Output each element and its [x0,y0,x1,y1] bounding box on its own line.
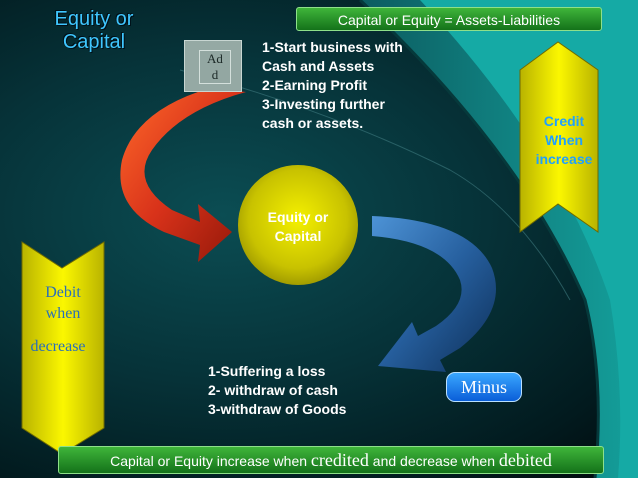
equity-capital-label-line: Capital [274,228,322,244]
slide-title-line: Equity or [54,8,134,30]
slide-title-line: Capital [62,31,126,53]
increase-step: 3-Investing further [262,96,385,112]
add-button-label: d [211,67,219,82]
rule-text: and decrease when [368,453,499,469]
rule-keyword-debited: debited [498,450,552,470]
slide-title: Equity or Capital [44,8,144,54]
increase-step: 2-Earning Profit [262,77,368,93]
minus-button[interactable]: Minus [446,372,522,402]
add-button-label: Ad [207,51,223,66]
credit-label-line: When [544,132,584,148]
debit-arrow-label: Debit when decrease [30,282,96,357]
credit-label-line: increase [535,151,593,167]
decrease-step: 2- withdraw of cash [208,382,338,398]
debit-arrow-shape [21,241,105,455]
debit-label-line: Debit [45,284,81,301]
equation-banner: Capital or Equity = Assets-Liabilities [296,7,602,31]
blue-curved-arrow [372,216,496,372]
increase-steps-list: 1-Start business with Cash and Assets 2-… [262,38,462,133]
rule-text: Capital or Equity increase when [110,453,311,469]
debit-label-line: when [45,305,81,322]
equity-capital-label-line: Equity or [267,209,329,225]
debit-label-line: decrease [30,338,86,355]
rule-banner: Capital or Equity increase when credited… [58,446,604,474]
credit-arrow-label: Credit When increase [530,112,598,169]
increase-step: Cash and Assets [262,58,375,74]
decrease-step: 1-Suffering a loss [208,363,326,379]
equity-capital-label: Equity or Capital [238,208,358,246]
credit-arrow-shape [519,41,599,233]
credit-label-line: Credit [543,113,585,129]
add-button[interactable]: Ad d [184,40,242,92]
increase-step: 1-Start business with [262,39,403,55]
decrease-steps-list: 1-Suffering a loss 2- withdraw of cash 3… [208,362,408,419]
increase-step: cash or assets. [262,115,364,131]
add-button-face: Ad d [199,50,231,84]
equity-capital-circle: Equity or Capital [238,165,358,285]
rule-keyword-credited: credited [310,450,369,470]
dark-curve-line [179,69,571,301]
red-curved-arrow [120,88,246,262]
teal-swoosh-edge [358,0,600,478]
decrease-step: 3-withdraw of Goods [208,401,347,417]
